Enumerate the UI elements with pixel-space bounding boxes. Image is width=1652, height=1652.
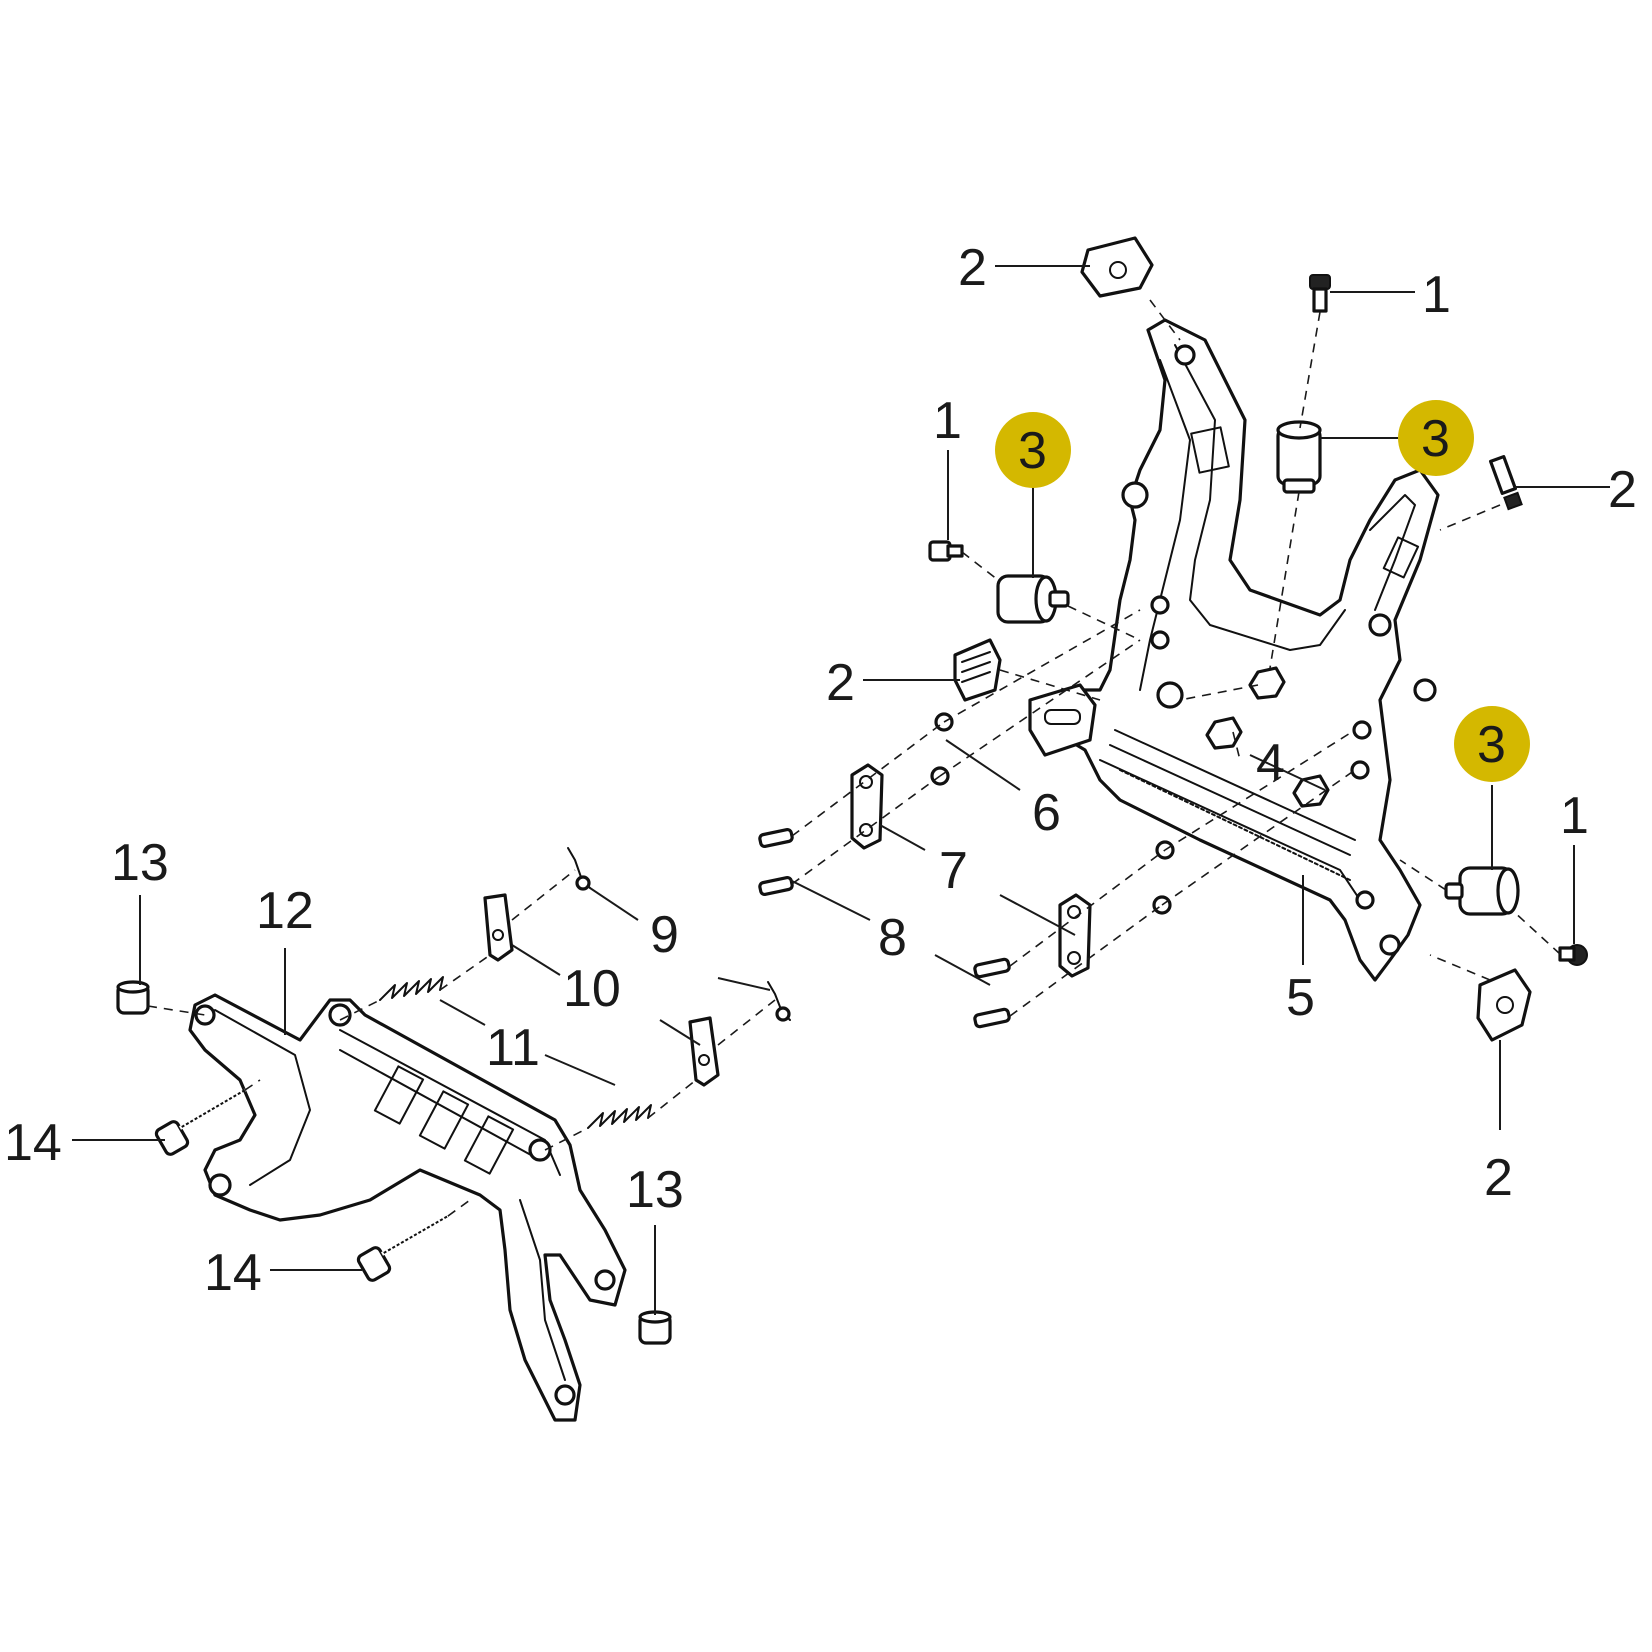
rubber-mount-top bbox=[1276, 420, 1322, 494]
callout-2-right: 2 bbox=[1608, 461, 1637, 519]
callout-12: 12 bbox=[256, 882, 314, 940]
callout-1-left: 1 bbox=[933, 392, 962, 450]
callout-4: 4 bbox=[1256, 734, 1285, 792]
callout-10: 10 bbox=[563, 960, 621, 1018]
main-bracket-part-5 bbox=[1038, 318, 1440, 982]
callout-8: 8 bbox=[878, 909, 907, 967]
alignment-lines-left bbox=[147, 869, 776, 1217]
link-7-right bbox=[1058, 893, 1092, 978]
callout-9: 9 bbox=[650, 906, 679, 964]
callout-3-top: 3 bbox=[1421, 410, 1450, 468]
screws-8 bbox=[758, 827, 1011, 1029]
callout-1-top: 1 bbox=[1422, 266, 1451, 324]
callout-2-left: 2 bbox=[826, 654, 855, 712]
callout-6: 6 bbox=[1032, 784, 1061, 842]
callout-2-top: 2 bbox=[958, 239, 987, 297]
callout-3-right: 3 bbox=[1477, 716, 1506, 774]
highlight-markers bbox=[995, 400, 1530, 782]
highlight-circle-top bbox=[1398, 400, 1474, 476]
spring-11-bottom bbox=[587, 1104, 652, 1129]
callout-3-left: 3 bbox=[1018, 422, 1047, 480]
callout-2-bottom: 2 bbox=[1484, 1149, 1513, 1207]
screw-14-top bbox=[154, 1088, 247, 1156]
clip-bottom bbox=[1476, 968, 1532, 1042]
highlight-circle-left bbox=[995, 412, 1071, 488]
callout-14-bottom: 14 bbox=[204, 1244, 262, 1302]
pin-9-bottom bbox=[767, 981, 791, 1022]
bolt-top bbox=[1309, 274, 1331, 313]
nut-top bbox=[1248, 666, 1286, 700]
alignment-lines-right bbox=[791, 299, 1561, 1017]
bolt-left bbox=[928, 540, 964, 562]
nut-mid bbox=[1205, 716, 1243, 750]
rubber-mount-right bbox=[1444, 866, 1520, 916]
callout-1-right: 1 bbox=[1560, 787, 1589, 845]
screw-14-bottom bbox=[356, 1214, 449, 1282]
callout-11: 11 bbox=[486, 1019, 540, 1077]
bushing-13-top bbox=[116, 980, 150, 1015]
highlight-circle-right bbox=[1454, 706, 1530, 782]
bolt-2-right bbox=[1489, 455, 1523, 511]
spring-11-top bbox=[379, 976, 444, 1001]
clip-top bbox=[1080, 236, 1154, 298]
callout-7: 7 bbox=[939, 842, 968, 900]
bolt-right bbox=[1558, 944, 1588, 966]
clip-10-top bbox=[483, 893, 514, 962]
front-bracket-part-12 bbox=[188, 993, 627, 1422]
pin-9-top bbox=[567, 847, 591, 891]
clip-10-bottom bbox=[688, 1016, 720, 1087]
rubber-mount-left bbox=[996, 574, 1070, 624]
callout-13-bottom: 13 bbox=[626, 1161, 684, 1219]
slotted-plate bbox=[1028, 683, 1097, 757]
callout-13-top: 13 bbox=[111, 834, 169, 892]
leader-lines bbox=[72, 265, 1610, 1315]
clip-left bbox=[953, 638, 1002, 702]
callout-labels: 1 1 1 2 2 2 2 3 3 3 4 5 6 7 8 9 10 11 12… bbox=[4, 239, 1637, 1302]
callout-14-top: 14 bbox=[4, 1114, 62, 1172]
link-7-left bbox=[850, 763, 884, 850]
callout-5: 5 bbox=[1286, 969, 1315, 1027]
bushing-13-bottom bbox=[638, 1310, 672, 1345]
nut-low bbox=[1292, 774, 1330, 808]
